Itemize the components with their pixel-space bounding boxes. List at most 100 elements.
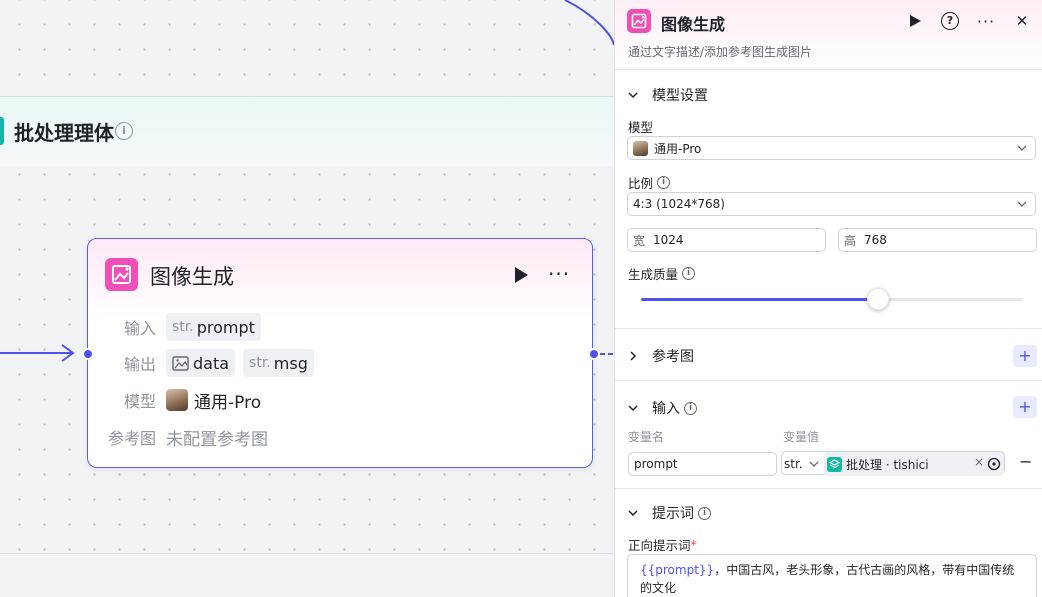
node-output-row: 输出 data str. msg bbox=[106, 348, 322, 378]
info-icon[interactable]: i bbox=[698, 506, 711, 520]
edge-top-curve bbox=[564, 0, 614, 46]
clear-icon[interactable]: × bbox=[974, 455, 985, 469]
model-select-value: 通用-Pro bbox=[654, 141, 702, 156]
var-reference-chip[interactable]: 批处理 · tishici × bbox=[824, 452, 1004, 476]
remove-input-button[interactable]: − bbox=[1019, 452, 1033, 471]
tag-name: prompt bbox=[196, 317, 255, 337]
divider bbox=[615, 328, 1042, 329]
play-icon[interactable] bbox=[512, 266, 530, 284]
quality-slider-handle[interactable] bbox=[866, 288, 889, 310]
required-mark: * bbox=[690, 537, 697, 552]
height-input[interactable]: 高 768 bbox=[838, 228, 1037, 252]
image-icon bbox=[172, 355, 189, 371]
node-input-label: 输入 bbox=[123, 319, 156, 338]
section-prompt[interactable]: 提示词 i bbox=[628, 503, 711, 523]
quality-label: 生成质量 i bbox=[628, 264, 696, 283]
model-select[interactable]: 通用-Pro bbox=[627, 136, 1036, 160]
node-title: 图像生成 bbox=[150, 265, 234, 289]
node-model-row: 模型 通用-Pro bbox=[106, 385, 261, 415]
ratio-label-text: 比例 bbox=[628, 176, 654, 191]
help-glyph: ? bbox=[941, 12, 959, 30]
node-header-bg bbox=[88, 239, 592, 319]
var-type-value: str. bbox=[784, 457, 803, 471]
tag-name: data bbox=[193, 353, 230, 373]
width-value: 1024 bbox=[653, 233, 684, 247]
positive-prompt-text: 正向提示词 bbox=[628, 538, 691, 553]
prompt-text: ，中国古风，老头形象，古代古画的风格，带有中国传统的文化 bbox=[640, 563, 1015, 595]
node-model-value: 通用-Pro bbox=[194, 392, 262, 413]
play-icon[interactable] bbox=[904, 10, 926, 32]
model-label: 模型 bbox=[628, 120, 654, 135]
chevron-down-icon bbox=[628, 92, 638, 99]
quality-slider-fill bbox=[641, 298, 878, 301]
ratio-select-value: 4:3 (1024*768) bbox=[633, 197, 725, 211]
node-ref-label: 参考图 bbox=[107, 429, 156, 448]
col-var-value: 变量值 bbox=[783, 430, 820, 444]
info-icon[interactable]: i bbox=[115, 122, 133, 140]
info-icon[interactable]: i bbox=[657, 176, 671, 189]
chevron-down-icon bbox=[1017, 145, 1027, 151]
node-input-row: 输入 str. prompt bbox=[106, 312, 269, 342]
batch-accent-bar bbox=[0, 117, 4, 145]
section-input[interactable]: 输入 i bbox=[628, 398, 697, 418]
batch-node-footer bbox=[0, 554, 614, 597]
batch-icon bbox=[827, 456, 842, 472]
workflow-canvas[interactable]: 批处理理体 i 图像生成 ··· 输入 str. prompt 输出 bbox=[0, 0, 614, 597]
tag-name: msg bbox=[273, 353, 308, 373]
output-tag: data bbox=[166, 349, 236, 377]
more-icon[interactable]: ··· bbox=[548, 262, 571, 286]
edge-in-arrow bbox=[61, 344, 75, 362]
node-input-port[interactable] bbox=[82, 348, 94, 360]
var-type-select[interactable]: str. bbox=[781, 452, 823, 476]
more-icon[interactable]: ··· bbox=[976, 11, 996, 31]
add-reference-button[interactable]: + bbox=[1013, 345, 1037, 367]
node-output-label: 输出 bbox=[123, 355, 156, 374]
target-icon[interactable] bbox=[987, 457, 1001, 471]
type-label: str. bbox=[249, 355, 271, 371]
image-generation-node[interactable]: 图像生成 ··· 输入 str. prompt 输出 data str. bbox=[87, 238, 593, 468]
var-reference-text: 批处理 · tishici bbox=[846, 457, 929, 472]
model-avatar bbox=[166, 389, 188, 411]
prompt-variable: {{prompt}} bbox=[640, 563, 715, 577]
col-var-name: 变量名 bbox=[628, 430, 665, 444]
batch-node-body bbox=[0, 166, 614, 554]
batch-node-header[interactable]: 批处理理体 i bbox=[0, 96, 614, 166]
var-name-input[interactable]: prompt bbox=[628, 452, 777, 476]
height-prefix: 高 bbox=[844, 233, 857, 248]
quality-slider[interactable] bbox=[641, 288, 1023, 310]
section-reference[interactable]: 参考图 bbox=[628, 346, 694, 366]
section-title: 提示词 bbox=[652, 506, 694, 522]
node-ref-row: 参考图 未配置参考图 bbox=[106, 422, 268, 452]
node-ref-value: 未配置参考图 bbox=[166, 429, 268, 450]
ratio-label: 比例 i bbox=[628, 173, 671, 192]
info-icon[interactable]: i bbox=[682, 267, 696, 280]
chevron-right-icon bbox=[630, 351, 637, 361]
input-tag: str. prompt bbox=[166, 313, 261, 341]
help-icon[interactable]: ? bbox=[939, 10, 961, 32]
width-prefix: 宽 bbox=[633, 233, 646, 248]
section-model-settings[interactable]: 模型设置 bbox=[628, 85, 708, 105]
type-label: str. bbox=[172, 319, 194, 335]
positive-prompt-input[interactable]: {{prompt}}，中国古风，老头形象，古代古画的风格，带有中国传统的文化 bbox=[627, 554, 1037, 597]
divider bbox=[615, 488, 1042, 489]
chevron-down-icon bbox=[809, 461, 819, 467]
model-avatar bbox=[633, 140, 648, 156]
section-title: 模型设置 bbox=[652, 88, 708, 104]
node-output-port[interactable] bbox=[588, 348, 600, 360]
node-model-label: 模型 bbox=[123, 392, 156, 411]
chevron-down-icon bbox=[628, 405, 638, 412]
section-title: 参考图 bbox=[652, 349, 694, 365]
ratio-select[interactable]: 4:3 (1024*768) bbox=[627, 192, 1036, 216]
image-generate-icon bbox=[627, 9, 651, 33]
info-icon[interactable]: i bbox=[684, 401, 697, 415]
node-settings-panel: 图像生成 通过文字描述/添加参考图生成图片 ? ··· ✕ 模型设置 模型 通用… bbox=[614, 0, 1042, 597]
chevron-down-icon bbox=[628, 510, 638, 517]
width-input[interactable]: 宽 1024 bbox=[627, 228, 826, 252]
chevron-down-icon bbox=[1017, 201, 1027, 207]
batch-node-title: 批处理理体 bbox=[14, 121, 114, 145]
quality-label-text: 生成质量 bbox=[628, 267, 679, 282]
section-title: 输入 bbox=[652, 401, 680, 417]
divider bbox=[615, 380, 1042, 381]
close-icon[interactable]: ✕ bbox=[1015, 12, 1029, 30]
add-input-button[interactable]: + bbox=[1013, 396, 1037, 418]
